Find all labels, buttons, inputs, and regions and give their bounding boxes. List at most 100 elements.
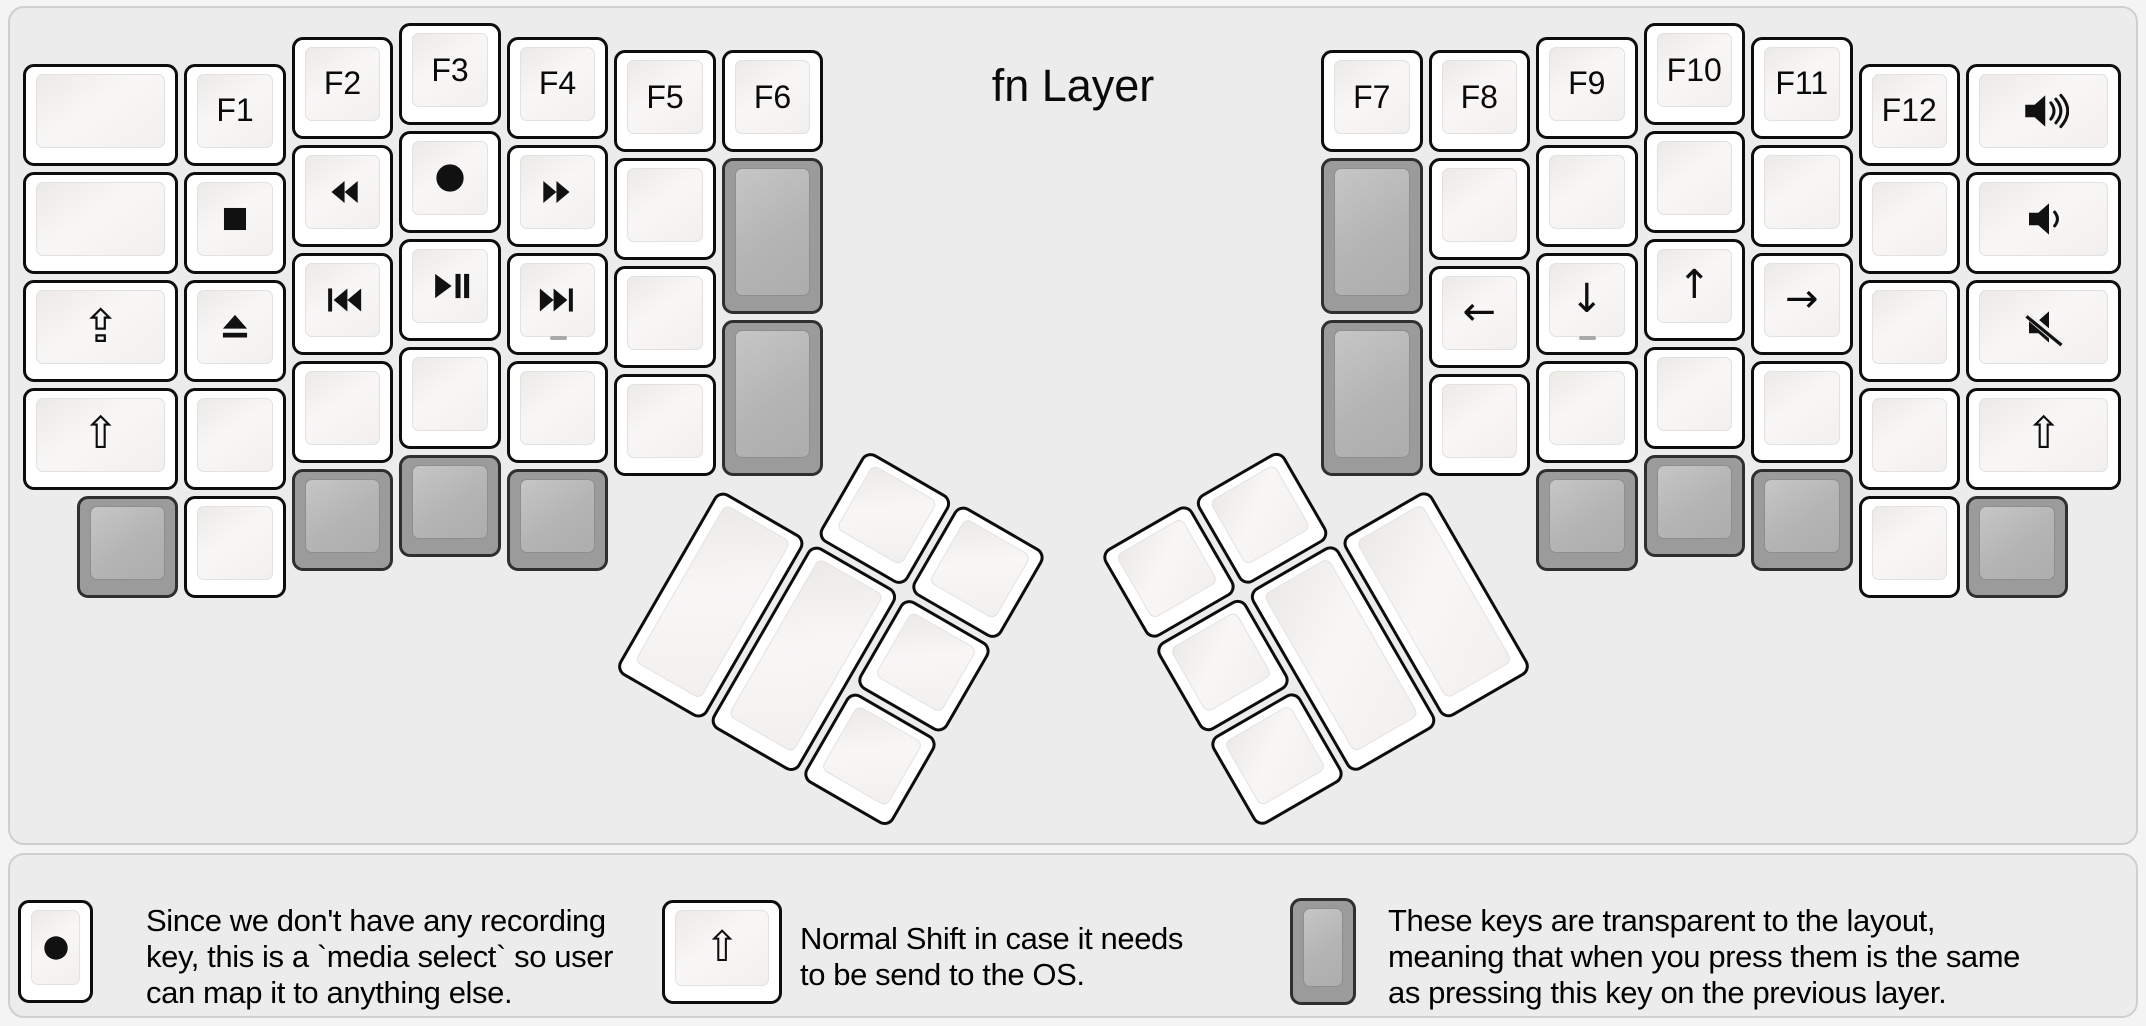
key-blank bbox=[614, 158, 716, 260]
volume-mute-icon bbox=[1979, 290, 2108, 364]
key-blank bbox=[1536, 360, 1638, 463]
key-label: F5 bbox=[646, 78, 684, 115]
keytop bbox=[1549, 478, 1625, 553]
key-blank bbox=[614, 374, 716, 476]
keytop bbox=[1764, 370, 1840, 445]
key-blank bbox=[614, 266, 716, 368]
keytop bbox=[412, 33, 488, 107]
key-stop bbox=[184, 171, 286, 274]
key-record bbox=[399, 131, 501, 233]
legend-panel bbox=[8, 853, 2138, 1018]
key-blank bbox=[1643, 131, 1745, 233]
keytop bbox=[36, 289, 166, 364]
keytop bbox=[1764, 478, 1840, 553]
key-blank bbox=[23, 63, 179, 166]
rewind-icon bbox=[305, 155, 381, 229]
keytop bbox=[1334, 330, 1410, 458]
keytop bbox=[1871, 505, 1947, 580]
keytop bbox=[304, 46, 381, 121]
key-blank bbox=[1428, 158, 1530, 260]
keytop bbox=[1656, 465, 1732, 539]
key-blank bbox=[506, 360, 609, 463]
key-transparent bbox=[506, 468, 609, 571]
key-transparent bbox=[1751, 468, 1853, 571]
keytop bbox=[627, 168, 703, 242]
keytop bbox=[734, 168, 811, 296]
key-f6: F6 bbox=[721, 50, 824, 152]
keytop bbox=[1871, 289, 1947, 364]
key-blank bbox=[23, 171, 179, 274]
key-label: F2 bbox=[323, 65, 362, 101]
key-label: F6 bbox=[753, 78, 792, 115]
key-blank bbox=[184, 495, 286, 598]
key-fast-forward bbox=[506, 144, 609, 247]
homing-bar bbox=[1578, 336, 1596, 340]
key-f3: F3 bbox=[399, 23, 501, 125]
keytop bbox=[1979, 505, 2055, 580]
keytop bbox=[197, 397, 273, 472]
keytop bbox=[304, 370, 381, 445]
prev-track-icon bbox=[305, 263, 381, 337]
key-caps-lock: ⇪ bbox=[23, 279, 179, 382]
key-blank bbox=[1428, 374, 1530, 476]
key-f8: F8 bbox=[1428, 50, 1530, 152]
stop-icon bbox=[197, 182, 273, 256]
keytop bbox=[1871, 397, 1947, 472]
keytop bbox=[1441, 276, 1517, 350]
keytop bbox=[1871, 181, 1947, 256]
keytop bbox=[89, 505, 166, 580]
key-label: F7 bbox=[1353, 78, 1391, 115]
keytop bbox=[874, 611, 977, 714]
key-transparent bbox=[1536, 468, 1638, 571]
key-blank bbox=[1858, 171, 1960, 274]
key-arrow-left: ← bbox=[1428, 266, 1530, 368]
key-rewind bbox=[291, 144, 394, 247]
keytop bbox=[1764, 46, 1840, 121]
keytop bbox=[627, 384, 703, 458]
key-volume-down bbox=[1966, 171, 2122, 274]
key-shift: ⇧ bbox=[23, 387, 179, 490]
eject-icon bbox=[197, 290, 273, 364]
keytop bbox=[835, 464, 938, 566]
keytop bbox=[519, 478, 596, 553]
key-play-pause bbox=[399, 239, 501, 341]
volume-up-icon bbox=[1979, 74, 2108, 148]
key-blank bbox=[291, 360, 394, 463]
keytop bbox=[1303, 908, 1343, 987]
key-arrow-right: → bbox=[1751, 252, 1853, 355]
fast-forward-icon bbox=[520, 155, 596, 229]
key-blank bbox=[1536, 144, 1638, 247]
key-blank bbox=[184, 387, 286, 490]
keytop bbox=[1656, 33, 1732, 107]
key-transparent bbox=[76, 495, 179, 598]
keytop bbox=[1871, 73, 1947, 148]
key-f12: F12 bbox=[1858, 63, 1960, 166]
keytop bbox=[627, 60, 703, 134]
arrow-right-icon: → bbox=[1784, 275, 1819, 322]
keytop bbox=[36, 181, 166, 256]
record-icon bbox=[412, 141, 488, 215]
key-label: F3 bbox=[431, 51, 469, 88]
volume-down-icon bbox=[1979, 182, 2108, 256]
keytop bbox=[627, 276, 703, 350]
key-label: F4 bbox=[538, 65, 577, 101]
key-f9: F9 bbox=[1536, 36, 1638, 139]
keytop bbox=[1979, 397, 2109, 472]
keytop bbox=[412, 465, 488, 539]
keytop bbox=[197, 73, 273, 148]
keytop bbox=[1441, 168, 1517, 242]
key-transparent bbox=[721, 320, 824, 476]
key-f2: F2 bbox=[291, 36, 394, 139]
key-f10: F10 bbox=[1643, 23, 1745, 125]
arrow-up-icon: ↑ bbox=[1677, 262, 1711, 308]
keytop bbox=[36, 73, 166, 148]
key-label: F9 bbox=[1568, 65, 1606, 101]
key-transparent bbox=[721, 158, 824, 314]
key-transparent bbox=[1966, 495, 2068, 598]
keytop bbox=[675, 910, 769, 986]
keytop bbox=[1441, 384, 1517, 458]
legend-text-transparent: These keys are transparent to the layout… bbox=[1388, 903, 2021, 1010]
key-transparent bbox=[1321, 158, 1423, 314]
